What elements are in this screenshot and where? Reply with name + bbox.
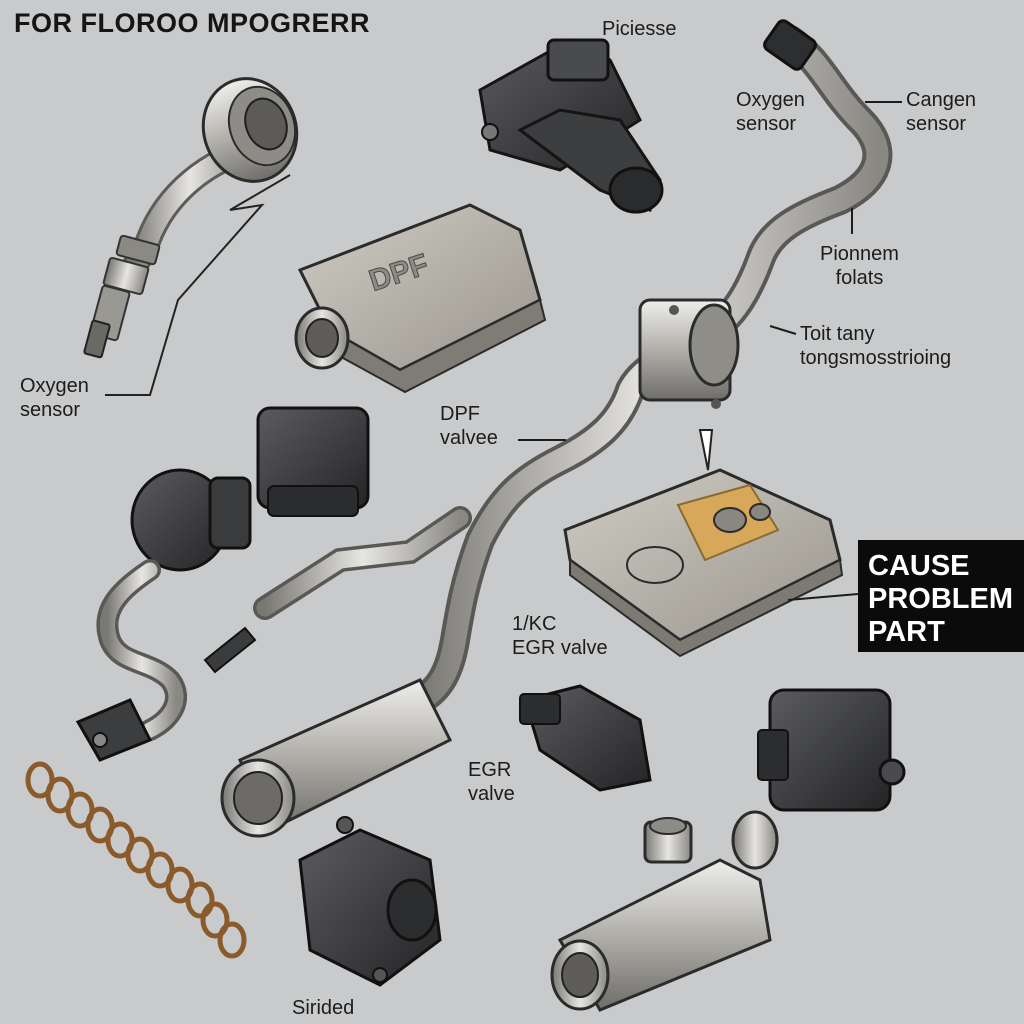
cause-problem-part-callout: CAUSE PROBLEM PART [858,540,1024,652]
callout-line2: PROBLEM [868,583,1013,615]
leader-lines [518,101,902,601]
dpf-box: DPF [294,203,547,394]
label-oxygen-sensor-top-line2: sensor [736,113,797,135]
label-cangen-sensor: Cangen sensor [906,88,976,136]
cause-problem-plate [563,429,844,658]
label-egr-valve-line2: valve [468,783,515,805]
label-egr-valve-line1: EGR [468,759,512,781]
label-oxygen-sensor-left: Oxygen sensor [20,374,89,422]
label-kc-egr: 1/KC EGR valve [512,612,608,660]
label-egr-valve: EGR valve [468,758,515,806]
oxygen-sensor-left-part [83,77,299,396]
label-cangen-sensor-line1: Cangen [906,89,977,111]
left-sensor-assembly [75,406,472,762]
label-dpf-valvee-line2: valvee [440,427,498,449]
label-kc-egr-line1: 1/KC [512,613,557,635]
label-dpf-valvee: DPF valvee [440,402,498,450]
callout-line3: PART [868,616,945,648]
label-dpf-valvee-line1: DPF [440,403,480,425]
label-pionnem-folats: Pionnem folats [820,242,899,290]
callout-line1: CAUSE [868,550,970,582]
piciesse-part [478,38,664,214]
label-cangen-sensor-line2: sensor [906,113,967,135]
label-oxygen-sensor-top-line1: Oxygen [736,89,805,111]
label-oxygen-sensor-left-line2: sensor [20,399,81,421]
label-kc-egr-line2: EGR valve [512,637,608,659]
metal-valve-body [550,810,779,1012]
label-oxygen-sensor-left-line1: Oxygen [20,375,89,397]
diagram-title: FOR FLOROO MPOGRERR [14,8,370,38]
label-pionnem-line2: folats [835,267,884,289]
label-oxygen-sensor-top: Oxygen sensor [736,88,805,136]
label-sirided: Sirided [292,997,355,1019]
exhaust-pipe [220,19,893,838]
label-piciesse: Piciesse [602,18,677,40]
dark-sensor-right [757,688,906,812]
label-toit-tany-line1: Toit tany [800,323,875,345]
gasket-rings [25,761,247,959]
label-toit-tany-line2: tongsmosstrioing [800,347,952,369]
label-toit-tany: Toit tany tongsmosstrioing [800,322,951,370]
label-pionnem-line1: Pionnem [820,243,899,265]
egr-connector [519,684,652,792]
sirided-part [298,816,442,987]
